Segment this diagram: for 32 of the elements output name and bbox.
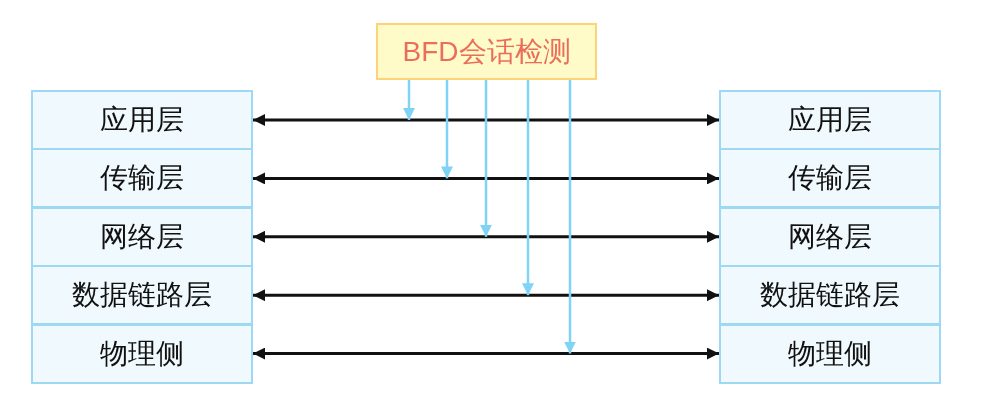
layer-box [31,265,253,326]
layer-box [31,206,253,267]
arrow [441,80,453,179]
layer-box [31,90,253,150]
layer-label: 应用层 [788,103,872,137]
title-box [376,23,597,80]
arrow [403,80,415,120]
layer-label: 物理侧 [788,336,872,371]
layer-box [719,148,941,209]
arrow [253,230,719,243]
layer-label: 物理侧 [100,336,184,371]
arrow [522,80,534,296]
layer-label: BFD会话检测 [402,34,571,69]
layer-box [719,90,941,150]
arrow [564,80,576,354]
layer-box [719,206,941,267]
layer-label: 传输层 [100,161,184,196]
layer-label: 网络层 [100,219,184,254]
arrow [480,80,492,237]
layer-label: 网络层 [788,219,872,254]
layer-label: 数据链路层 [760,278,900,313]
layer-box [31,323,253,384]
layer-label: 应用层 [100,103,184,137]
arrow [253,114,719,126]
layer-label: 数据链路层 [72,278,212,313]
arrow [253,172,719,185]
layer-box [31,148,253,209]
layer-box [719,265,941,326]
layer-box [719,323,941,384]
arrow [253,347,719,360]
arrow [253,289,719,302]
layer-label: 传输层 [788,161,872,196]
